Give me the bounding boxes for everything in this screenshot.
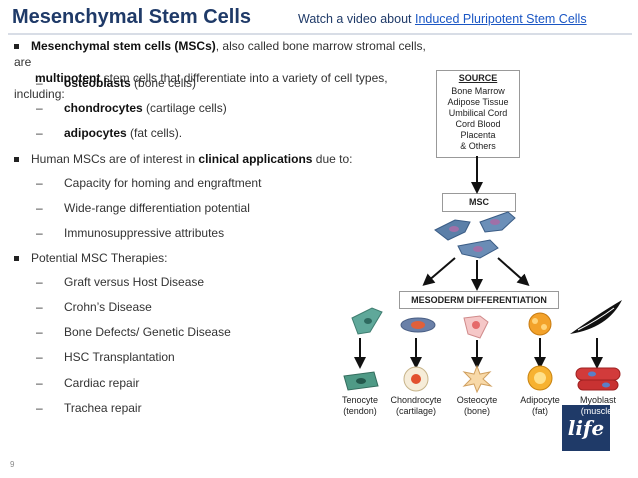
myoblast-icon (575, 367, 621, 391)
slide-title: Mesenchymal Stem Cells (12, 6, 251, 28)
chondrocyte-progenitor-icon (400, 317, 436, 333)
osteocyte-icon (462, 364, 493, 394)
tenocyte-progenitor-icon (351, 307, 383, 335)
therapy-item: –Trachea repair (36, 401, 142, 415)
therapy-item: –Bone Defects/ Genetic Disease (36, 325, 231, 339)
cell-type-item: –osteoblasts (bone cells) (36, 76, 197, 90)
title-divider (8, 33, 632, 35)
video-link[interactable]: Induced Pluripotent Stem Cells (414, 12, 587, 26)
application-item: –Capacity for homing and engraftment (36, 176, 262, 190)
osteocyte-caption: Osteocyte(bone) (456, 395, 498, 416)
source-item: & Others (460, 141, 496, 151)
differentiation-diagram (343, 156, 622, 394)
msc-text-1: , also called bone marrow stromal cells,… (14, 39, 426, 69)
cell-type-item: –chondrocytes (cartilage cells) (36, 101, 227, 115)
chondrocyte-icon (403, 366, 429, 392)
msc-term: Mesenchymal stem cells (MSCs) (31, 39, 216, 53)
video-link-line: Watch a video about Induced Pluripotent … (298, 12, 587, 26)
source-item: Umbilical Cord (448, 108, 508, 118)
arrow-msc-left (422, 257, 456, 286)
msc-text-2: stem cells that differentiate into a var… (14, 71, 388, 101)
adipocyte-icon (527, 365, 553, 391)
therapy-item: –Graft versus Host Disease (36, 275, 205, 289)
mesoderm-box: MESODERM DIFFERENTIATION (399, 291, 559, 309)
video-prefix: Watch a video about (298, 12, 415, 26)
source-heading: SOURCE (458, 73, 498, 83)
source-item: Adipose Tissue (447, 97, 509, 107)
myoblast-caption: Myoblast(muscle) (579, 395, 616, 416)
bullet-marker (14, 157, 19, 163)
source-box: SOURCE Bone Marrow Adipose Tissue Umbili… (436, 70, 520, 158)
therapy-item: –Crohn’s Disease (36, 300, 152, 314)
source-item: Bone Marrow (451, 86, 505, 96)
adipocyte-progenitor-icon (528, 312, 552, 336)
bullet-marker (14, 44, 19, 50)
tenocyte-caption: Tenocyte(tendon) (341, 395, 379, 416)
source-item: Placenta (460, 130, 496, 140)
application-item: –Immunosuppressive attributes (36, 226, 225, 240)
application-item: –Wide-range differentiation potential (36, 201, 250, 215)
therapy-item: –Cardiac repair (36, 376, 140, 390)
multipotent-term: multipotent (35, 71, 101, 85)
bullet-msc-definition: Mesenchymal stem cells (MSCs), also call… (14, 38, 434, 102)
bullet-clinical: Human MSCs are of interest in clinical a… (14, 151, 352, 167)
bullet-marker (14, 256, 19, 262)
tenocyte-icon (343, 371, 379, 391)
adipocyte-caption: Adipocyte(fat) (520, 395, 560, 416)
bullet-therapies: Potential MSC Therapies: (14, 250, 168, 266)
source-item: Cord Blood (455, 119, 501, 129)
cell-type-item: –adipocytes (fat cells). (36, 126, 183, 140)
arrow-msc-right (497, 257, 530, 286)
life-logo: life (562, 405, 610, 451)
osteocyte-progenitor-icon (463, 315, 489, 339)
msc-cells-icon (434, 211, 516, 259)
therapy-item: –HSC Transplantation (36, 350, 175, 364)
page-number: 9 (10, 460, 15, 469)
myoblast-progenitor-icon (570, 300, 622, 334)
chondrocyte-caption: Chondrocyte(cartilage) (390, 395, 442, 416)
